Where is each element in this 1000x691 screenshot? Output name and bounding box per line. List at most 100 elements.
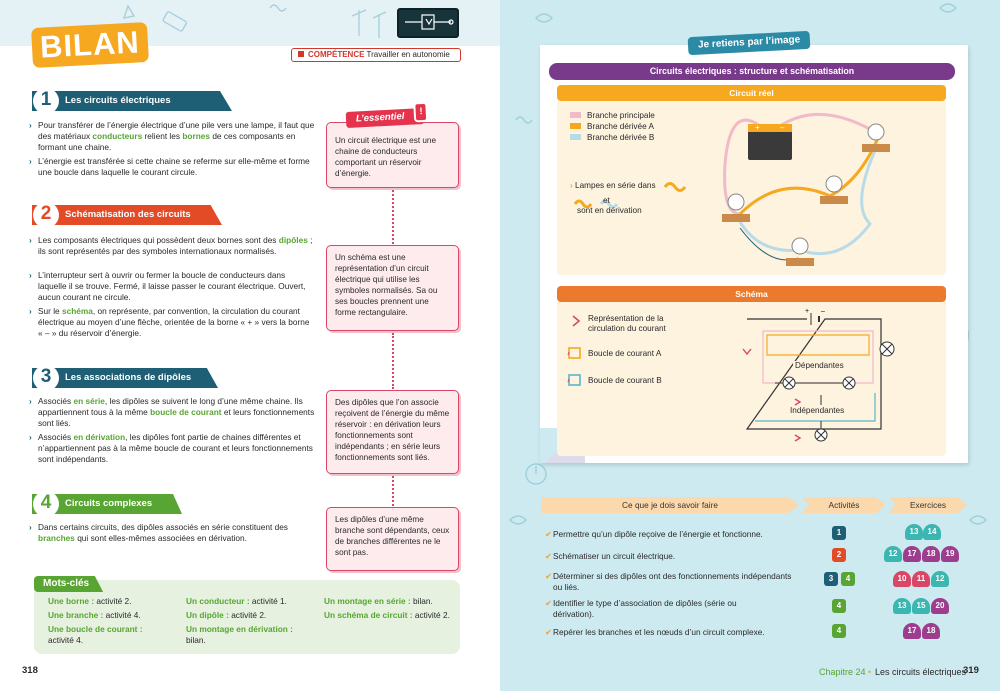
exercise-badge[interactable]: 13: [905, 524, 923, 540]
lamps-derivation-text: sont en dérivation: [577, 206, 642, 215]
legend-swatch: [570, 112, 581, 118]
activity-badge[interactable]: 1: [832, 526, 846, 540]
competence-tag: COMPÉTENCE Travailler en autonomie: [291, 48, 461, 62]
section-3-header: Les associations de dipôles: [32, 368, 218, 388]
footer-title: Les circuits électriques: [875, 667, 967, 677]
essential-box: Des dipôles que l’on associe reçoivent d…: [326, 390, 459, 474]
skill-row: ✔Repérer les branches et les nœuds d’un …: [545, 627, 765, 637]
section-1-header: Les circuits électriques: [32, 91, 232, 111]
section-title: Les associations de dipôles: [65, 372, 192, 383]
exercise-badge[interactable]: 18: [922, 546, 940, 562]
activity-badge[interactable]: 3: [824, 572, 838, 586]
skill-row: ✔Déterminer si des dipôles ont des fonct…: [545, 571, 792, 592]
activity-badge[interactable]: 4: [832, 599, 846, 613]
bullet: ›L’interrupteur sert à ouvrir ou fermer …: [29, 270, 306, 302]
exercise-badge[interactable]: 13: [893, 598, 911, 614]
table-header-exercises: Exercices: [889, 497, 967, 513]
exercise-badge[interactable]: 19: [941, 546, 959, 562]
table-header-activities: Activités: [802, 497, 886, 513]
keyword-item: Un montage en dérivation :bilan.: [186, 624, 293, 645]
exercise-badge[interactable]: 17: [903, 623, 921, 639]
lamp-icon: [786, 237, 814, 266]
exercise-badge[interactable]: 12: [931, 571, 949, 587]
keyword-item: Une borne : activité 2.: [48, 596, 132, 606]
footer-chapter: Chapitre 24: [819, 667, 866, 677]
skill-row: ✔Schématiser un circuit électrique.: [545, 551, 676, 561]
independantes-label: Indépendantes: [790, 406, 845, 415]
exercise-badge[interactable]: 11: [912, 571, 930, 587]
circuit-schema: +–: [742, 308, 895, 442]
dotted-line: [392, 476, 394, 506]
essential-box: Un schéma est une représentation d’un ci…: [326, 245, 459, 331]
keyword-item: Une boucle de courant :activité 4.: [48, 624, 143, 645]
exercise-badge[interactable]: 14: [923, 524, 941, 540]
lamps-and-text: et: [603, 196, 610, 205]
dotted-line: [392, 333, 394, 389]
page-number: 319: [963, 665, 979, 676]
activity-badge[interactable]: 2: [832, 548, 846, 562]
exercise-badge[interactable]: 10: [893, 571, 911, 587]
competence-text: Travailler en autonomie: [366, 50, 450, 59]
legend-item: Branche dérivée A: [570, 122, 654, 132]
bullet: ›Sur le schéma, on représente, par conve…: [29, 306, 310, 338]
keywords-title: Mots-clés: [34, 576, 104, 592]
left-page: BILAN COMPÉTENCE Travailler en autonomie…: [0, 0, 500, 676]
svg-text:–: –: [780, 123, 785, 132]
section-title: Circuits complexes: [65, 498, 153, 509]
keyword-item: Un dipôle : activité 2.: [186, 610, 267, 620]
section-4-header: Circuits complexes: [32, 494, 182, 514]
schema-legend-item: Boucle de courant B: [588, 376, 662, 385]
section-number: 1: [33, 88, 59, 114]
activity-badge[interactable]: 4: [841, 572, 855, 586]
svg-text:+: +: [755, 123, 760, 132]
schema-title: Schéma: [557, 286, 946, 302]
exclamation-icon: !: [413, 101, 429, 123]
section-number: 2: [33, 202, 59, 228]
real-circuit-title: Circuit réel: [557, 85, 946, 101]
keyword-item: Un schéma de circuit : activité 2.: [324, 610, 450, 620]
exercise-badge[interactable]: 15: [912, 598, 930, 614]
exercise-badge[interactable]: 20: [931, 598, 949, 614]
skill-row: ✔Identifier le type d’association de dip…: [545, 598, 737, 619]
activity-badge[interactable]: 4: [832, 624, 846, 638]
legend-swatch: [570, 134, 581, 140]
main-title: Circuits électriques : structure et sché…: [549, 63, 955, 80]
lamp-icon: [862, 123, 890, 152]
skill-row: ✔Permettre qu’un dipôle reçoive de l’éne…: [545, 529, 763, 539]
svg-text:–: –: [821, 308, 825, 315]
legend-item: Branche principale: [570, 111, 655, 121]
exercise-badge[interactable]: 18: [922, 623, 940, 639]
legend-item: Branche dérivée B: [570, 133, 654, 143]
essential-box: Un circuit électrique est une chaine de …: [326, 122, 459, 188]
keyword-item: Un conducteur : activité 1.: [186, 596, 287, 606]
competence-square-icon: [298, 51, 304, 57]
header-decoration: [122, 4, 387, 38]
section-number: 4: [33, 491, 59, 517]
footer-dot: •: [868, 667, 872, 677]
svg-text:+: +: [805, 308, 809, 315]
exercise-badge[interactable]: 12: [884, 546, 902, 562]
dotted-line: [392, 190, 394, 244]
section-title: Schématisation des circuits: [65, 209, 191, 220]
arrow-icon: [572, 315, 581, 327]
lamps-series-text: › Lampes en série dans: [570, 181, 656, 190]
chalkboard-icon: [397, 8, 459, 38]
lamp-icon: [820, 175, 848, 204]
schema-legend-item: Boucle de courant A: [588, 349, 662, 358]
legend-swatch: [570, 123, 581, 129]
bullet: ›Les composants électriques qui possèden…: [29, 235, 313, 256]
loop-b-icon: [567, 374, 581, 386]
real-circuit-illustration: +–: [722, 112, 890, 266]
keywords-panel: [34, 580, 460, 654]
bullet: ›Pour transférer de l’énergie électrique…: [29, 120, 315, 152]
exercise-badge[interactable]: 17: [903, 546, 921, 562]
wire-orange-icon: [663, 182, 687, 192]
page-number: 318: [22, 665, 38, 676]
lamp-icon: [722, 193, 750, 222]
loop-a-icon: [567, 347, 581, 359]
bullet: ›Dans certains circuits, des dipôles ass…: [29, 522, 288, 543]
bullet: ›L’énergie est transférée si cette chain…: [29, 156, 310, 177]
section-title: Les circuits électriques: [65, 95, 171, 106]
dependantes-label: Dépendantes: [793, 361, 846, 371]
section-2-header: Schématisation des circuits: [32, 205, 222, 225]
